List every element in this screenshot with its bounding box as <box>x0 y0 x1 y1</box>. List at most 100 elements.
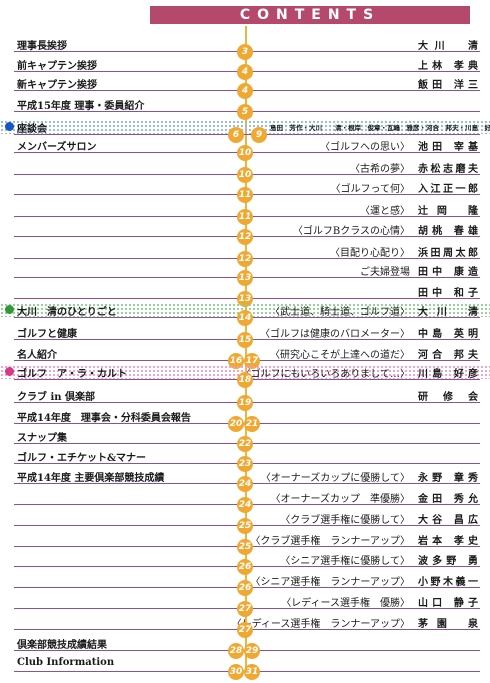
section-band <box>0 120 490 134</box>
page-number-badge: 9 <box>251 127 267 143</box>
page-number-badge: 4 <box>237 64 253 80</box>
page-number-badge: 25 <box>237 518 253 534</box>
entry-author: 田中 康造 <box>418 267 478 278</box>
entry-author: 山口 静子 <box>418 598 478 609</box>
entry-author: 入江正一郎 <box>418 184 478 195</box>
page-number-badge: 10 <box>237 167 253 183</box>
entry-author: 大川 清 <box>418 307 478 318</box>
entry-title: 倶楽部競技成績結果 <box>17 640 107 651</box>
entry-author: 川島 好彦 <box>418 369 478 380</box>
page-number-badge: 24 <box>237 476 253 492</box>
entry-title: 理事長挨拶 <box>17 41 67 52</box>
page-number-badge: 18 <box>237 372 253 388</box>
entry-title: 平成14年度 理事会・分科委員会報告 <box>17 413 191 424</box>
toc-row[interactable]: ゴルフ ア・ラ・カルト 〈ゴルフにもいろいろありまして…〉川島 好彦 18 <box>0 364 490 388</box>
page-number-badge: 13 <box>237 270 253 286</box>
entry-author: 田中 和子 <box>418 288 478 299</box>
contents-header: CONTENTS <box>150 6 470 24</box>
page-number-badge: 19 <box>237 395 253 411</box>
entry-title: 新キャプテン挨拶 <box>17 80 97 91</box>
page-number-badge: 4 <box>237 83 253 99</box>
page-number-badge: 14 <box>237 310 253 326</box>
entry-title: 平成14年度 主要倶楽部競技成績 <box>17 473 165 484</box>
entry-title: Club Information <box>17 657 115 668</box>
page-number-badge: 6 <box>228 127 244 143</box>
entry-subtitle: 〈ゴルフBクラスの心情〉 <box>292 226 410 237</box>
page-number-badge: 20 <box>228 416 244 432</box>
page-number-badge: 23 <box>237 456 253 472</box>
entry-title: 前キャプテン挨拶 <box>17 61 97 72</box>
toc-row[interactable]: 理事長挨拶 大川 清 3 <box>0 36 490 60</box>
entry-subtitle: 〈ゴルフへの思い〉 <box>320 142 410 153</box>
contents-title: CONTENTS <box>239 7 381 23</box>
entry-subtitle: 〈シニア選手権に優勝して〉 <box>280 556 410 567</box>
page-number-badge: 12 <box>237 251 253 267</box>
page-number-badge: 24 <box>237 497 253 513</box>
toc-row[interactable]: 〈クラブ選手権に優勝して〉大谷 昌広 25 <box>0 510 490 534</box>
entry-author: 浜田周太郎 <box>418 248 478 259</box>
entry-author: 小野木義一 <box>418 577 478 588</box>
page-number-badge: 12 <box>237 229 253 245</box>
entry-title: スナップ集 <box>17 433 67 444</box>
entry-title: クラブ in 倶楽部 <box>17 392 96 403</box>
page-number-badge: 3 <box>237 44 253 60</box>
entry-title: 座談会 <box>17 124 47 135</box>
toc-row[interactable]: 平成15年度 理事・委員紹介 5 <box>0 96 490 120</box>
section-marker-icon <box>5 367 14 376</box>
entry-author: 波多野 勇 <box>418 556 478 567</box>
entry-title: ゴルフ ア・ラ・カルト <box>17 369 127 380</box>
page-number-badge: 11 <box>237 187 253 203</box>
entry-subtitle: 〈研究心こそが上達への道だ〉 <box>270 350 410 361</box>
page-number-badge: 10 <box>237 145 253 161</box>
page-number-badge: 26 <box>237 580 253 596</box>
entry-title: 名人紹介 <box>17 350 57 361</box>
toc-row[interactable]: ご夫婦登場田中 康造 13 <box>0 262 490 286</box>
entry-author: 河合 邦夫 <box>418 350 478 361</box>
toc-row[interactable]: ゴルフ・エチケット&マナー 23 <box>0 448 490 472</box>
page-number-badge: 30 <box>228 664 244 680</box>
entry-subtitle: 〈古希の夢〉 <box>350 164 410 175</box>
toc-row[interactable]: 新キャプテン挨拶 飯田 洋三 4 <box>0 75 490 99</box>
entry-author: 胡桃 春雄 <box>418 226 478 237</box>
entry-subtitle: ご夫婦登場 <box>360 267 410 278</box>
entry-subtitle: 〈ゴルフにもいろいろありまして…〉 <box>240 369 411 380</box>
toc-spine <box>245 26 247 676</box>
page-number-badge: 29 <box>244 643 260 659</box>
participant-names: 島田 芳作・大川 清・根岸 俊章・瓦嶋 雅彦・河合 邦夫・川島 好彦 <box>270 124 490 132</box>
page-number-badge: 5 <box>237 104 253 120</box>
entry-author: 大谷 昌広 <box>418 515 478 526</box>
entry-author: 飯田 洋三 <box>418 80 478 91</box>
entry-subtitle: 〈クラブ選手権に優勝して〉 <box>280 515 410 526</box>
section-marker-icon <box>5 122 14 131</box>
page-number-badge: 27 <box>237 622 253 638</box>
entry-subtitle: 〈武士道、騎士道、ゴルフ道〉 <box>270 307 410 318</box>
toc-row[interactable]: 〈ゴルフBクラスの心情〉胡桃 春雄 12 <box>0 221 490 245</box>
entry-author: 茅園 泉 <box>418 619 478 630</box>
entry-title: 平成15年度 理事・委員紹介 <box>17 101 145 112</box>
page-number-badge: 11 <box>237 209 253 225</box>
entry-title: ゴルフ・エチケット&マナー <box>17 453 147 464</box>
entry-title: メンバーズサロン <box>17 142 97 153</box>
entry-author: 大川 清 <box>418 41 478 52</box>
